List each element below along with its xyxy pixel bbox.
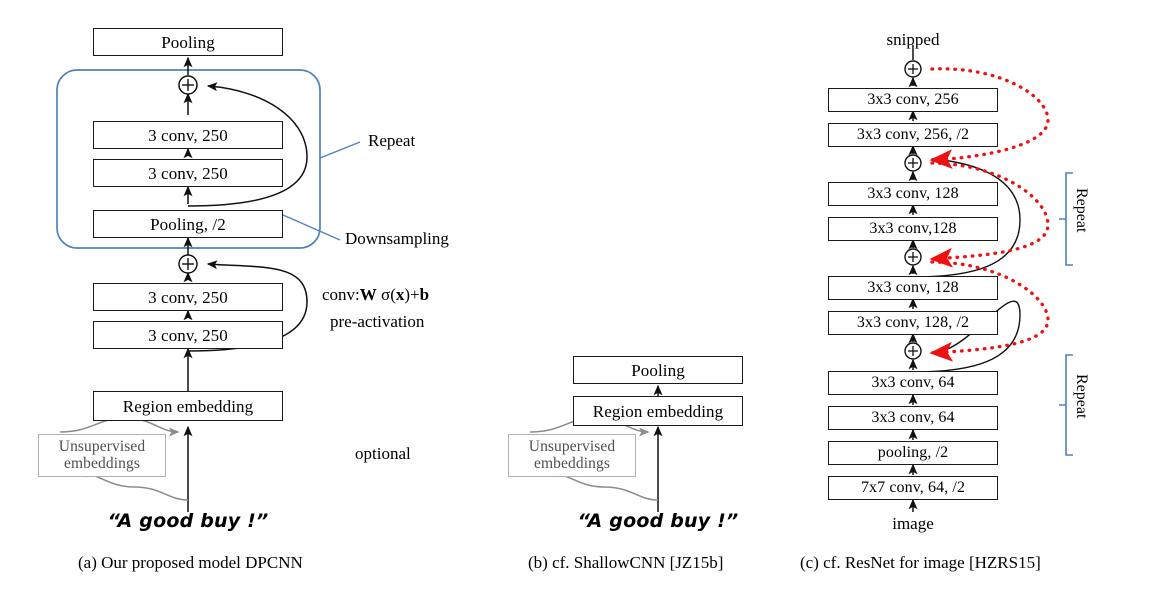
repeat-leader [319, 141, 361, 159]
block-region-embedding-b[interactable]: Region embedding [573, 396, 743, 426]
block-pooling-top[interactable]: Pooling [93, 28, 283, 56]
input-text-a: “A good buy !” [107, 510, 269, 532]
snipped-label: snipped [886, 30, 940, 49]
caption-panel-c: (c) cf. ResNet for image [HZRS15] [800, 553, 1041, 572]
block-pooling-downsample[interactable]: Pooling, /2 [93, 210, 283, 238]
block-conv-256-s2[interactable]: 3x3 conv, 256, /2 [828, 123, 998, 147]
block-conv-64-a[interactable]: 3x3 conv, 64 [828, 371, 998, 395]
downsampling-leader [282, 214, 341, 241]
projection-shortcut-mid [929, 161, 1050, 268]
unsupervised-embeddings-b-line1: Unsupervised [528, 438, 616, 455]
shortcut-upper [187, 82, 308, 207]
conv-formula-x: x [395, 285, 405, 304]
pre-activation-label: pre-activation [330, 312, 425, 331]
projection-shortcut-bottom [929, 260, 1050, 362]
caption-panel-a: (a) Our proposed model DPCNN [78, 553, 303, 572]
block-conv-b1-upper[interactable]: 3 conv, 250 [93, 283, 283, 311]
block-conv-b1-lower[interactable]: 3 conv, 250 [93, 321, 283, 349]
optional-label: optional [355, 444, 411, 463]
identity-shortcut-upper [912, 155, 1021, 278]
block-region-embedding[interactable]: Region embedding [93, 391, 283, 421]
block-conv-128-b[interactable]: 3x3 conv,128 [828, 217, 998, 241]
conv-formula-label: conv:W σ(x)+b [322, 284, 429, 307]
block-conv-b2-lower[interactable]: 3 conv, 250 [93, 159, 283, 187]
conv-formula-plus: )+ [404, 285, 420, 304]
embedding-leader-bottom-b [546, 468, 659, 501]
conv-formula-sigma: σ( [376, 285, 396, 304]
identity-shortcut-lower [912, 300, 1021, 373]
block-conv-128-a[interactable]: 3x3 conv, 128 [828, 182, 998, 206]
block-conv-256-a[interactable]: 3x3 conv, 256 [828, 88, 998, 112]
repeat-bracket-lower [1059, 354, 1073, 456]
block-conv-128-s2[interactable]: 3x3 conv, 128, /2 [828, 311, 998, 335]
block-unsupervised-embeddings[interactable]: Unsupervised embeddings [38, 434, 166, 477]
repeat-bracket-upper [1059, 172, 1073, 266]
unsupervised-embeddings-line2: embeddings [64, 455, 140, 473]
repeat-label-a: Repeat [368, 131, 416, 150]
unsupervised-embeddings-line1: Unsupervised [58, 438, 146, 455]
panel-c-connectors [908, 45, 1073, 512]
block-unsupervised-embeddings-b[interactable]: Unsupervised embeddings [508, 434, 636, 477]
block-pooling-b[interactable]: Pooling [573, 356, 743, 384]
conv-formula-prefix: conv: [322, 285, 360, 304]
block-pooling-s2[interactable]: pooling, /2 [828, 441, 998, 465]
block-conv-b2-upper[interactable]: 3 conv, 250 [93, 121, 283, 149]
embedding-leader-bottom [76, 468, 189, 501]
image-label: image [892, 514, 934, 533]
block-conv-128-c[interactable]: 3x3 conv, 128 [828, 276, 998, 300]
repeat-label-c-lower: Repeat [1073, 374, 1090, 419]
conv-formula-b: b [419, 285, 430, 304]
repeat-label-c-upper: Repeat [1073, 188, 1090, 233]
block-conv-7x7-64[interactable]: 7x7 conv, 64, /2 [828, 476, 998, 500]
conv-formula-W: W [359, 285, 377, 304]
downsampling-label-a: Downsampling [345, 229, 449, 248]
input-text-b: “A good buy !” [577, 510, 739, 532]
caption-panel-b: (b) cf. ShallowCNN [JZ15b] [528, 553, 724, 572]
projection-shortcut-top [929, 67, 1050, 170]
block-conv-64-b[interactable]: 3x3 conv, 64 [828, 406, 998, 430]
unsupervised-embeddings-b-line2: embeddings [534, 455, 610, 473]
